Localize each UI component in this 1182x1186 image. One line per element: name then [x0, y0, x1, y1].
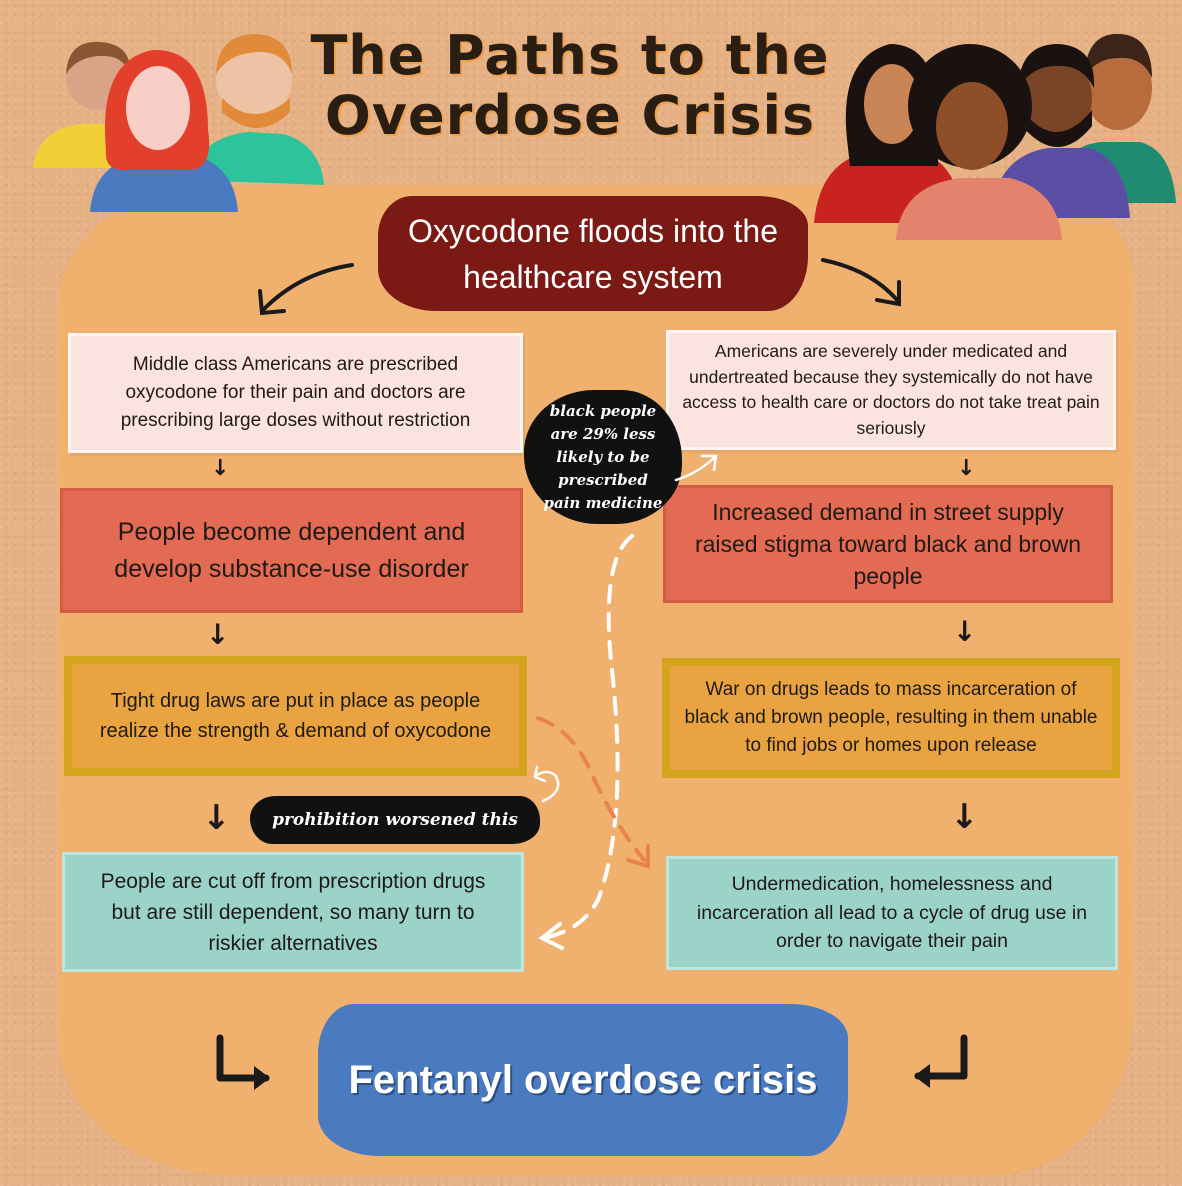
dashed-connectors: [536, 534, 650, 950]
right-step-2: Increased demand in street supply raised…: [663, 485, 1113, 603]
bottom-node-fentanyl: Fentanyl overdose crisis: [318, 1004, 848, 1156]
right-step-4: Undermedication, homelessness and incarc…: [666, 856, 1118, 970]
person-redhair-face: [126, 66, 190, 150]
arrow-left-3: ↓: [202, 798, 231, 838]
arrow-right-1: ↓: [957, 456, 976, 481]
note-black-people: black people are 29% less likely to be p…: [524, 390, 682, 524]
note-prohibition-arrow: [533, 765, 560, 803]
right-step-2-text: Increased demand in street supply raised…: [694, 499, 1082, 589]
left-step-1: Middle class Americans are prescribed ox…: [68, 333, 523, 453]
left-step-1-text: Middle class Americans are prescribed ox…: [120, 354, 471, 431]
left-step-3-text: Tight drug laws are put in place as peop…: [99, 690, 492, 742]
left-step-4-text: People are cut off from prescription dru…: [100, 869, 486, 955]
person-coral-body: [896, 178, 1062, 240]
person-yellow-hair: [66, 41, 131, 74]
person-green-head: [216, 42, 292, 118]
bottom-node-text: Fentanyl overdose crisis: [348, 1057, 818, 1102]
white-dashed-path: [542, 534, 634, 940]
person-teal-head: [1084, 46, 1152, 130]
arrow-right-2: ↓: [953, 615, 977, 648]
people-illustration-left: [33, 34, 324, 212]
right-step-3: War on drugs leads to mass incarceration…: [662, 658, 1120, 778]
right-step-1: Americans are severely under medicated a…: [666, 330, 1116, 450]
title-line-1: The Paths to the: [310, 24, 830, 87]
note-prohibition-text: prohibition worsened this: [272, 810, 518, 830]
person-red-face: [864, 64, 920, 144]
person-purple-hair: [1018, 44, 1095, 88]
person-coral-face: [936, 82, 1008, 170]
arrow-left-1: ↓: [211, 456, 230, 481]
arrow-left-2: ↓: [206, 618, 230, 651]
person-green-hair: [216, 34, 292, 74]
title-line-2: Overdose Crisis: [324, 84, 816, 147]
orange-dashed-arrowhead: [626, 844, 650, 869]
orange-dashed-path: [536, 716, 646, 862]
top-node-oxycodone: Oxycodone floods into the healthcare sys…: [378, 196, 808, 311]
note-black-people-arrow: [674, 454, 718, 482]
note-black-people-text: black people are 29% less likely to be p…: [543, 401, 663, 512]
person-purple-head: [1020, 54, 1092, 142]
arrow-top-right: [821, 258, 901, 307]
arrow-bottom-right: [914, 1034, 968, 1088]
people-illustration-right: [814, 33, 1176, 240]
left-step-4: People are cut off from prescription dru…: [62, 852, 524, 972]
arrow-right-3: ↓: [950, 797, 979, 837]
arrow-bottom-left: [216, 1034, 270, 1090]
right-step-1-text: Americans are severely under medicated a…: [682, 341, 1100, 438]
white-dashed-arrowhead: [538, 922, 564, 950]
left-step-2-text: People become dependent and develop subs…: [114, 517, 469, 583]
person-teal-hair: [1084, 33, 1152, 78]
left-step-2: People become dependent and develop subs…: [60, 488, 523, 613]
note-prohibition: prohibition worsened this: [250, 796, 540, 844]
top-node-text: Oxycodone floods into the healthcare sys…: [408, 212, 779, 295]
left-step-3: Tight drug laws are put in place as peop…: [64, 656, 527, 776]
right-step-4-text: Undermedication, homelessness and incarc…: [696, 873, 1088, 953]
person-purple-beard: [1022, 110, 1092, 147]
right-step-3-text: War on drugs leads to mass incarceration…: [684, 679, 1098, 756]
arrow-top-left: [258, 263, 354, 316]
person-green-beard: [222, 98, 290, 128]
